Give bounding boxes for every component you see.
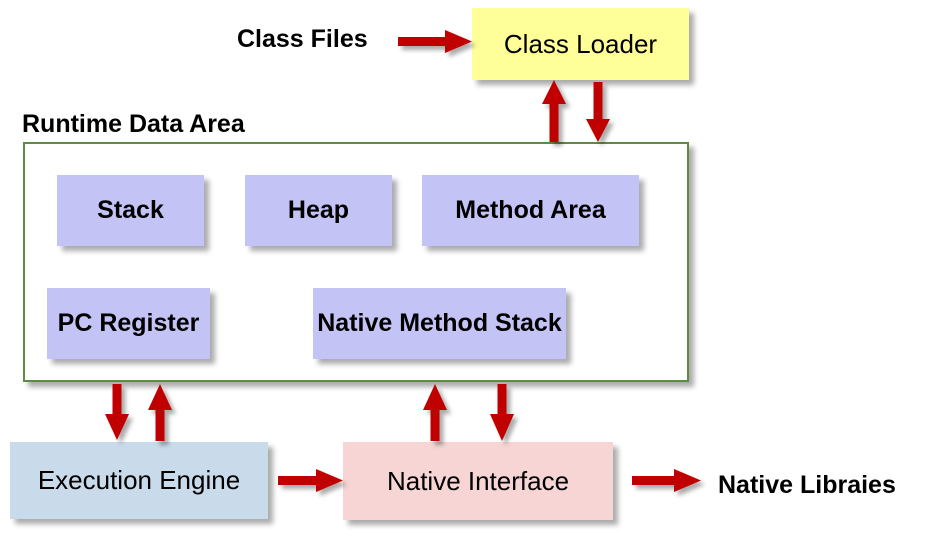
arrow-runtime-to-native-interface: [490, 384, 514, 441]
arrow-execution-engine-to-native-interface: [278, 469, 343, 492]
arrow-runtime-to-class-loader: [542, 80, 566, 142]
pc-register-node[interactable]: PC Register: [47, 288, 210, 359]
arrow-native-interface-to-native-libraries: [632, 469, 701, 492]
runtime-data-area-label: Runtime Data Area: [22, 110, 245, 138]
arrow-class-files-to-class-loader: [398, 30, 472, 53]
arrow-native-interface-to-runtime: [423, 384, 447, 441]
class-files-label: Class Files: [237, 25, 368, 53]
arrow-runtime-to-execution-engine: [105, 384, 129, 440]
native-interface-node[interactable]: Native Interface: [343, 442, 613, 520]
native-method-stack-node[interactable]: Native Method Stack: [313, 288, 566, 359]
arrow-class-loader-to-runtime: [586, 82, 610, 142]
native-libraries-label: Native Libraies: [718, 471, 896, 499]
arrow-execution-engine-to-runtime: [148, 384, 172, 441]
method-area-node[interactable]: Method Area: [422, 175, 639, 246]
execution-engine-node[interactable]: Execution Engine: [10, 442, 268, 519]
runtime-data-area-container: Stack Heap Method Area PC Register Nativ…: [23, 142, 689, 382]
heap-node[interactable]: Heap: [245, 175, 392, 246]
class-loader-node[interactable]: Class Loader: [472, 8, 689, 80]
stack-node[interactable]: Stack: [57, 175, 204, 246]
